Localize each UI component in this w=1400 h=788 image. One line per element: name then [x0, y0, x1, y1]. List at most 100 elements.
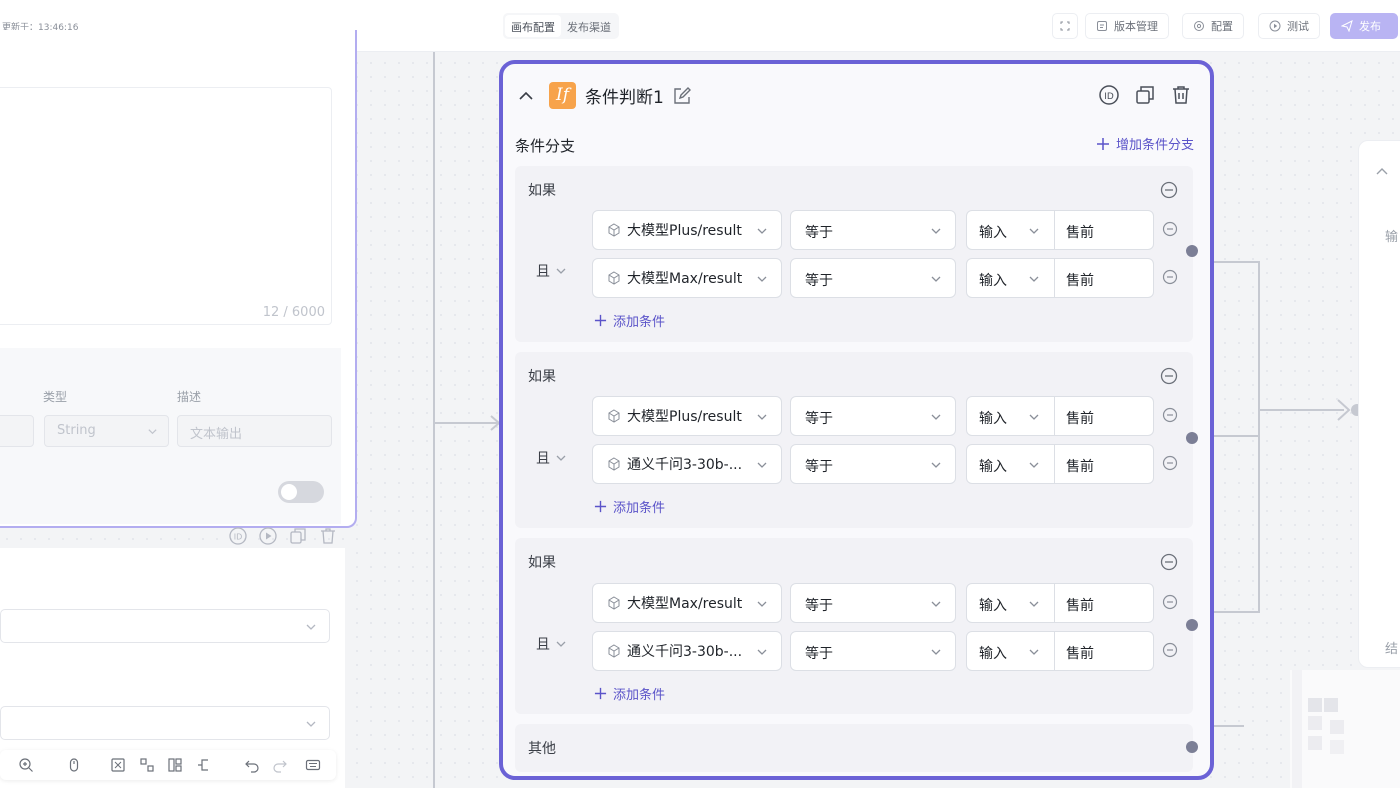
variable-select[interactable]: 大模型Max/result	[592, 258, 782, 298]
type-value: String	[57, 423, 96, 438]
send-icon	[1341, 20, 1353, 32]
add-branch-button[interactable]: 增加条件分支	[1096, 134, 1194, 153]
value-input[interactable]: 售前	[1066, 646, 1094, 662]
branch-port-1[interactable]	[1186, 245, 1198, 257]
operator-select[interactable]: 等于	[790, 583, 956, 623]
variable-label: 通义千问3-30b-...	[627, 457, 743, 473]
remove-condition-icon[interactable]	[1162, 407, 1178, 423]
remove-branch-icon[interactable]	[1160, 181, 1178, 199]
logic-select[interactable]: 且	[536, 634, 567, 654]
keyboard-icon[interactable]	[305, 757, 321, 773]
else-port[interactable]	[1186, 741, 1198, 753]
value-input[interactable]: 售前	[1066, 598, 1094, 614]
plus-icon	[1096, 137, 1109, 150]
chevron-down-icon	[757, 228, 767, 234]
variable-label: 大模型Max/result	[627, 596, 743, 612]
tab-canvas-config[interactable]: 画布配置	[505, 15, 561, 37]
input-type-select[interactable]: 输入	[979, 646, 1007, 662]
trash-icon[interactable]	[318, 526, 338, 546]
lower-node-card[interactable]	[0, 548, 345, 788]
operator-select[interactable]: 等于	[790, 210, 956, 250]
redo-icon[interactable]	[272, 757, 288, 773]
prompt-textarea[interactable]: 12 / 6000	[0, 87, 332, 325]
operator-select[interactable]: 等于	[790, 258, 956, 298]
trash-icon[interactable]	[1170, 84, 1192, 106]
input-type-select[interactable]: 输入	[979, 273, 1007, 289]
collapse-chevron-up-icon[interactable]	[1375, 165, 1389, 179]
layout-icon[interactable]	[139, 757, 155, 773]
remove-branch-icon[interactable]	[1160, 553, 1178, 571]
output-toggle[interactable]	[278, 481, 324, 503]
focus-button[interactable]	[1052, 13, 1078, 39]
svg-text:ID: ID	[234, 533, 243, 542]
branch-icon[interactable]	[196, 757, 212, 773]
copy-icon[interactable]	[1134, 84, 1156, 106]
remove-condition-icon[interactable]	[1162, 642, 1178, 658]
branch-title: 如果	[528, 555, 556, 571]
id-icon[interactable]: ID	[228, 526, 248, 546]
zoom-in-icon[interactable]	[18, 757, 34, 773]
operator-select[interactable]: 等于	[790, 631, 956, 671]
publish-button[interactable]: 发布	[1330, 13, 1398, 39]
lower-select-2[interactable]	[0, 706, 330, 740]
value-input[interactable]: 售前	[1066, 459, 1094, 475]
logic-select[interactable]: 且	[536, 448, 567, 468]
id-icon[interactable]: ID	[1098, 84, 1120, 106]
value-input[interactable]: 售前	[1066, 273, 1094, 289]
value-input[interactable]: 售前	[1066, 225, 1094, 241]
input-type-select[interactable]: 输入	[979, 225, 1007, 241]
variable-select[interactable]: 大模型Plus/result	[592, 210, 782, 250]
condition-node[interactable]: If 条件判断1 ID 条件分支 增加条件分支 如果 且 大模型Plus/res…	[499, 60, 1214, 780]
version-button[interactable]: 版本管理	[1085, 13, 1169, 39]
branch-title: 如果	[528, 183, 556, 199]
input-type-select[interactable]: 输入	[979, 459, 1007, 475]
add-condition-button[interactable]: 添加条件	[594, 684, 665, 703]
copy-icon[interactable]	[288, 526, 308, 546]
logic-select[interactable]: 且	[536, 261, 567, 281]
remove-condition-icon[interactable]	[1162, 269, 1178, 285]
chevron-down-icon	[306, 721, 316, 727]
output-name-field[interactable]	[0, 415, 34, 447]
chevron-down-icon	[1029, 228, 1039, 234]
desc-placeholder: 文本输出	[190, 427, 243, 442]
test-button[interactable]: 测试	[1258, 13, 1320, 39]
operator-select[interactable]: 等于	[790, 444, 956, 484]
collapse-chevron-up-icon[interactable]	[517, 87, 535, 105]
fit-view-icon[interactable]	[110, 757, 126, 773]
grid-icon[interactable]	[167, 757, 183, 773]
remove-branch-icon[interactable]	[1160, 367, 1178, 385]
value-input[interactable]: 售前	[1066, 411, 1094, 427]
add-condition-label: 添加条件	[613, 501, 666, 516]
variable-label: 通义千问3-30b-...	[627, 644, 743, 660]
llm-node-card[interactable]: 12 / 6000 类型 描述 String 文本输出	[0, 30, 357, 528]
remove-condition-icon[interactable]	[1162, 594, 1178, 610]
undo-icon[interactable]	[244, 757, 260, 773]
variable-select[interactable]: 大模型Max/result	[592, 583, 782, 623]
variable-select[interactable]: 通义千问3-30b-...	[592, 444, 782, 484]
config-button[interactable]: 配置	[1182, 13, 1244, 39]
input-type-select[interactable]: 输入	[979, 411, 1007, 427]
remove-condition-icon[interactable]	[1162, 455, 1178, 471]
desc-field[interactable]: 文本输出	[177, 415, 332, 447]
remove-condition-icon[interactable]	[1162, 221, 1178, 237]
branch-port-3[interactable]	[1186, 619, 1198, 631]
add-condition-button[interactable]: 添加条件	[594, 311, 665, 330]
minimap[interactable]	[1290, 670, 1400, 788]
operator-select[interactable]: 等于	[790, 396, 956, 436]
lower-select-1[interactable]	[0, 609, 330, 643]
variable-select[interactable]: 通义千问3-30b-...	[592, 631, 782, 671]
next-node-label-bottom: 结	[1385, 642, 1399, 657]
branch-title: 如果	[528, 369, 556, 385]
add-condition-label: 添加条件	[613, 688, 666, 703]
add-condition-button[interactable]: 添加条件	[594, 497, 665, 516]
input-type-select[interactable]: 输入	[979, 598, 1007, 614]
variable-select[interactable]: 大模型Plus/result	[592, 396, 782, 436]
edit-icon[interactable]	[672, 86, 692, 106]
branch-port-2[interactable]	[1186, 432, 1198, 444]
tab-publish-channel[interactable]: 发布渠道	[567, 21, 611, 34]
edge-arrow-in	[433, 415, 501, 431]
next-node-card[interactable]: 输 结	[1358, 140, 1400, 668]
mouse-icon[interactable]	[66, 757, 82, 773]
type-select[interactable]: String	[44, 415, 169, 447]
play-icon[interactable]	[258, 526, 278, 546]
